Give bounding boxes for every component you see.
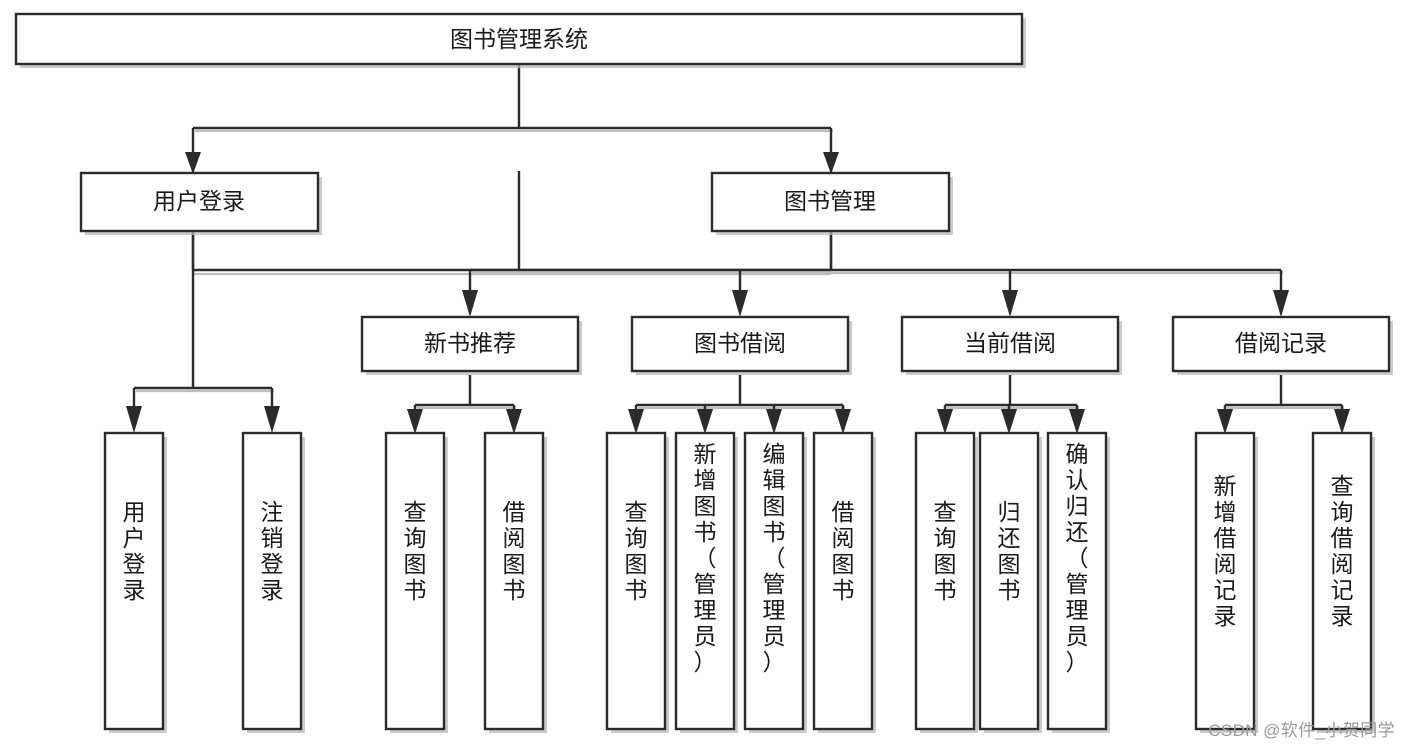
- node-leaf-query-book-2-label: 查询图书: [625, 499, 648, 603]
- node-leaf-return-book[interactable]: 归还图书: [978, 431, 1042, 733]
- node-leaf-borrow-book-2-label: 借阅图书: [832, 499, 855, 603]
- arrow-new-book-rec: [462, 290, 478, 317]
- arrow-add-record: [1217, 409, 1233, 434]
- node-leaf-query-record-label: 查询借阅记录: [1331, 473, 1354, 629]
- node-leaf-confirm-return[interactable]: 确认归还（管理员）: [1046, 431, 1110, 733]
- node-leaf-query-book-2[interactable]: 查询图书: [605, 431, 669, 733]
- arrow-query-record: [1334, 409, 1350, 434]
- arrow-borrow-book-1: [506, 409, 522, 434]
- node-leaf-add-record-label: 新增借阅记录: [1214, 473, 1237, 629]
- node-root[interactable]: 图书管理系统: [14, 12, 1026, 68]
- node-leaf-add-book[interactable]: 新增图书（管理员）: [674, 431, 738, 733]
- node-borrow-record[interactable]: 借阅记录: [1171, 315, 1393, 375]
- csdn-watermark: CSDN @软件_小贺同学: [1208, 721, 1395, 740]
- node-leaf-confirm-return-label: 确认归还（管理员）: [1066, 441, 1089, 675]
- arrow-leaf-logout: [264, 406, 280, 433]
- node-book-manage[interactable]: 图书管理: [710, 171, 953, 235]
- arrow-query-book-2: [628, 409, 644, 434]
- node-leaf-query-book-3[interactable]: 查询图书: [914, 431, 978, 733]
- node-leaf-edit-book[interactable]: 编辑图书（管理员）: [743, 431, 807, 733]
- node-leaf-return-book-label: 归还图书: [998, 499, 1021, 603]
- node-leaf-query-book-3-label: 查询图书: [934, 499, 957, 603]
- arrow-borrow-book-2: [835, 409, 851, 434]
- node-user-login-label: 用户登录: [153, 188, 245, 214]
- node-user-login[interactable]: 用户登录: [79, 171, 322, 235]
- node-book-borrow[interactable]: 图书借阅: [630, 315, 852, 375]
- node-book-borrow-label: 图书借阅: [694, 330, 786, 356]
- node-new-book-rec[interactable]: 新书推荐: [360, 315, 582, 375]
- arrow-query-book-3: [937, 409, 953, 434]
- node-leaf-add-record[interactable]: 新增借阅记录: [1194, 431, 1258, 733]
- arrow-leaf-user-login: [126, 406, 142, 433]
- node-borrow-record-label: 借阅记录: [1235, 330, 1327, 356]
- node-leaf-query-book-1-label: 查询图书: [404, 499, 427, 603]
- arrow-confirm-return: [1069, 409, 1085, 434]
- arrow-query-book-1: [407, 409, 423, 434]
- node-new-book-rec-label: 新书推荐: [424, 330, 516, 356]
- node-leaf-edit-book-label: 编辑图书（管理员）: [763, 441, 786, 675]
- arrow-borrow-record: [1273, 290, 1289, 317]
- node-leaf-add-book-label: 新增图书（管理员）: [694, 441, 717, 675]
- edge-mask: [0, 66, 1405, 171]
- node-leaf-logout[interactable]: 注销登录: [241, 431, 305, 733]
- node-leaf-borrow-book-1-label: 借阅图书: [503, 499, 526, 603]
- node-leaf-borrow-book-2[interactable]: 借阅图书: [812, 431, 876, 733]
- node-current-borrow[interactable]: 当前借阅: [900, 315, 1122, 375]
- arrow-book-borrow: [732, 290, 748, 317]
- arrow-add-book: [697, 409, 713, 434]
- arrow-current-borrow: [1002, 290, 1018, 317]
- node-leaf-borrow-book-1[interactable]: 借阅图书: [483, 431, 547, 733]
- arrow-edit-book: [766, 409, 782, 434]
- node-root-label: 图书管理系统: [450, 26, 588, 52]
- node-leaf-logout-label: 注销登录: [261, 499, 284, 603]
- arrow-book-manage: [823, 152, 839, 174]
- node-leaf-user-login[interactable]: 用户登录: [103, 431, 167, 733]
- node-leaf-query-record[interactable]: 查询借阅记录: [1311, 431, 1375, 733]
- node-current-borrow-label: 当前借阅: [964, 330, 1056, 356]
- node-leaf-user-login-label: 用户登录: [123, 499, 146, 603]
- arrow-return-book: [1001, 409, 1017, 434]
- node-book-manage-label: 图书管理: [784, 188, 876, 214]
- arrow-user-login: [185, 152, 201, 174]
- node-leaf-query-book-1[interactable]: 查询图书: [384, 431, 448, 733]
